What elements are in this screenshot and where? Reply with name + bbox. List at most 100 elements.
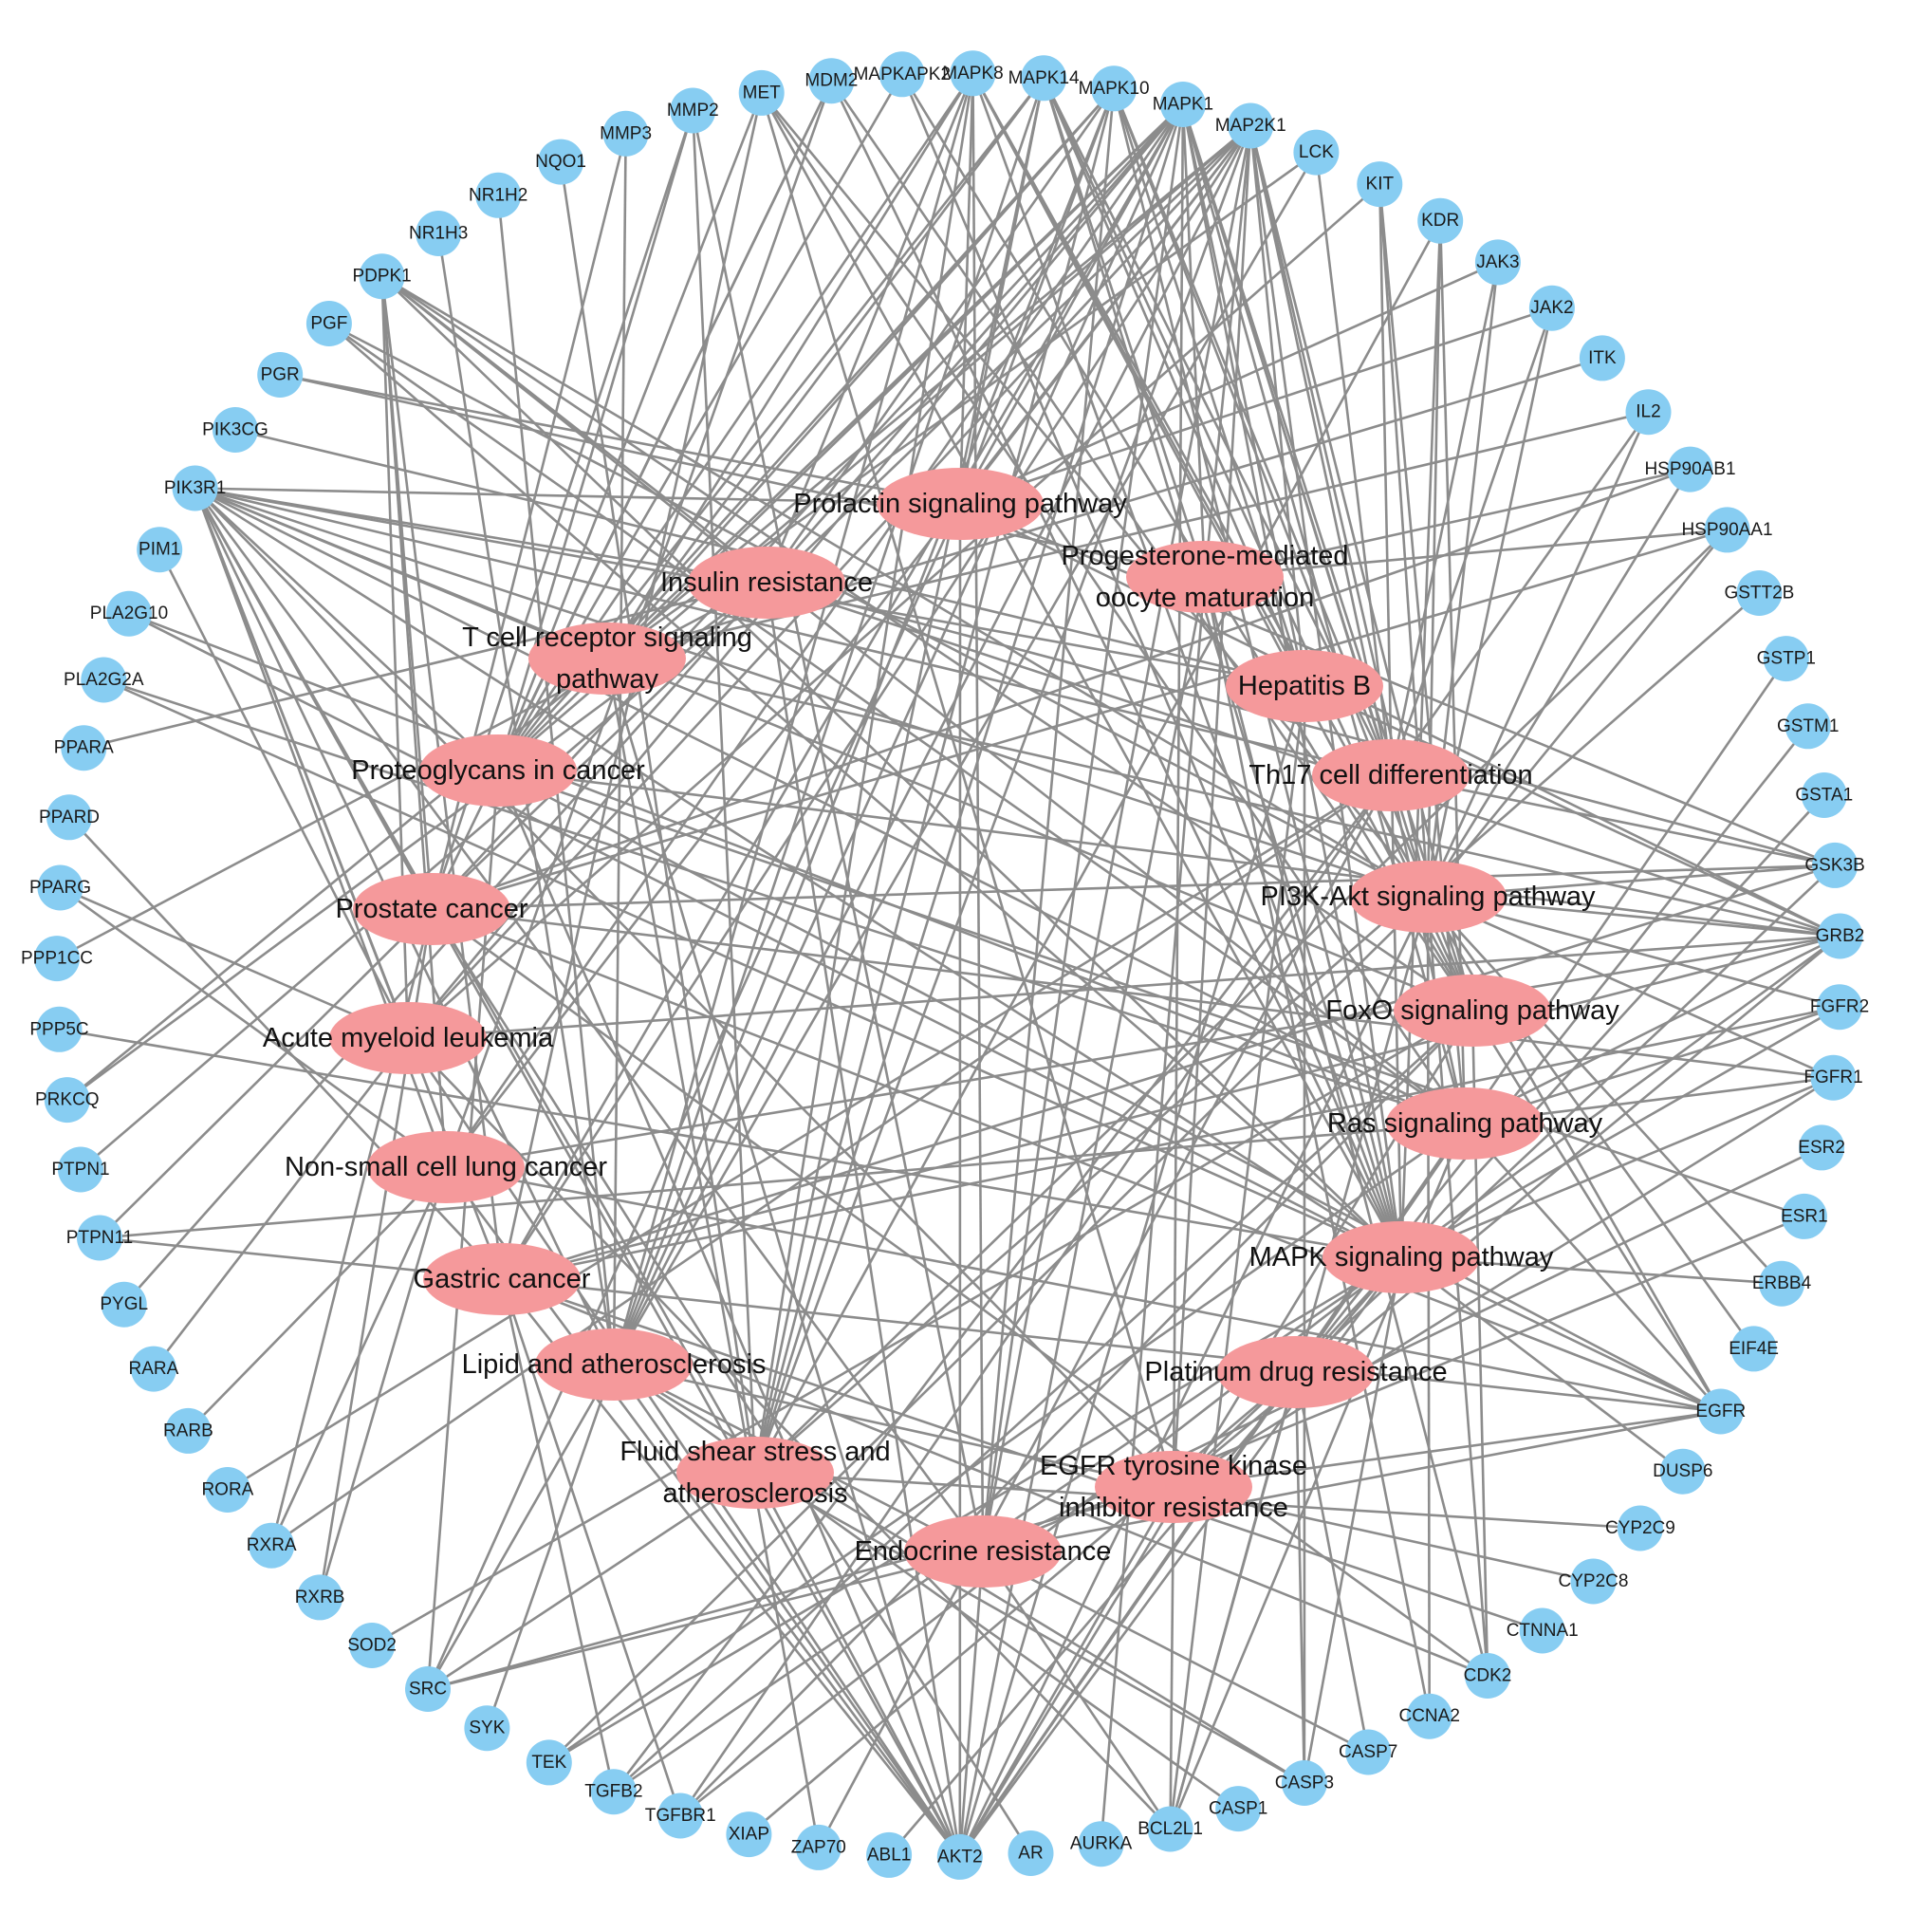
gene-node-nr1h2[interactable]: NR1H2 <box>469 172 527 218</box>
pathway-node-pi3k[interactable]: PI3K-Akt signaling pathway <box>1260 861 1596 933</box>
gene-node-nqo1[interactable]: NQO1 <box>535 139 586 185</box>
pathway-node-prolactin[interactable]: Prolactin signaling pathway <box>793 468 1127 540</box>
gene-node-egfr[interactable]: EGFR <box>1695 1388 1746 1435</box>
gene-node-jak2[interactable]: JAK2 <box>1528 285 1575 331</box>
gene-node-pik3cg[interactable]: PIK3CG <box>202 407 268 453</box>
gene-node-rxrb[interactable]: RXRB <box>295 1574 345 1621</box>
gene-node-mapk10[interactable]: MAPK10 <box>1079 65 1150 112</box>
gene-node-mapkapk2[interactable]: MAPKAPK2 <box>854 51 951 98</box>
gene-node-prkcq[interactable]: PRKCQ <box>35 1077 100 1124</box>
gene-node-lck[interactable]: LCK <box>1293 129 1340 176</box>
gene-label: MDM2 <box>805 71 858 91</box>
gene-node-pla2g10[interactable]: PLA2G10 <box>90 590 168 637</box>
pathway-node-ras[interactable]: Ras signaling pathway <box>1327 1087 1603 1160</box>
gene-node-pik3r1[interactable]: PIK3R1 <box>164 465 226 511</box>
gene-node-rara[interactable]: RARA <box>129 1346 179 1392</box>
gene-node-mmp2[interactable]: MMP2 <box>667 87 719 134</box>
gene-node-gstt2b[interactable]: GSTT2B <box>1724 570 1794 616</box>
gene-node-ppara[interactable]: PPARA <box>54 725 114 771</box>
gene-node-casp3[interactable]: CASP3 <box>1275 1760 1334 1806</box>
gene-node-ppp1cc[interactable]: PPP1CC <box>21 936 93 982</box>
gene-node-gstm1[interactable]: GSTM1 <box>1777 703 1839 750</box>
gene-node-ptpn1[interactable]: PTPN1 <box>51 1146 110 1193</box>
gene-node-ar[interactable]: AR <box>1008 1830 1054 1876</box>
gene-node-ccna2[interactable]: CCNA2 <box>1398 1693 1460 1739</box>
gene-node-gsk3b[interactable]: GSK3B <box>1804 842 1865 888</box>
gene-node-jak3[interactable]: JAK3 <box>1474 239 1521 286</box>
gene-node-gstp1[interactable]: GSTP1 <box>1757 636 1816 682</box>
gene-node-syk[interactable]: SYK <box>464 1705 510 1752</box>
pathway-node-aml[interactable]: Acute myeloid leukemia <box>263 1002 554 1074</box>
gene-node-pygl[interactable]: PYGL <box>100 1281 148 1328</box>
gene-node-esr2[interactable]: ESR2 <box>1798 1124 1845 1171</box>
pathway-node-foxo[interactable]: FoxO signaling pathway <box>1325 975 1619 1047</box>
gene-node-aurka[interactable]: AURKA <box>1070 1821 1133 1867</box>
gene-node-rora[interactable]: RORA <box>201 1467 254 1513</box>
pathway-node-insulin[interactable]: Insulin resistance <box>660 547 873 619</box>
gene-node-kit[interactable]: KIT <box>1357 161 1403 208</box>
gene-node-pdpk1[interactable]: PDPK1 <box>352 253 412 300</box>
gene-node-gsta1[interactable]: GSTA1 <box>1795 772 1853 818</box>
gene-node-eif4e[interactable]: EIF4E <box>1729 1326 1779 1372</box>
pathway-node-hepb[interactable]: Hepatitis B <box>1226 650 1383 722</box>
gene-node-mmp3[interactable]: MMP3 <box>600 110 652 157</box>
pathway-node-prostate[interactable]: Prostate cancer <box>335 873 528 945</box>
gene-node-hsp90ab1[interactable]: HSP90AB1 <box>1644 446 1736 492</box>
gene-node-abl1[interactable]: ABL1 <box>866 1831 913 1878</box>
gene-node-hsp90aa1[interactable]: HSP90AA1 <box>1681 507 1773 553</box>
gene-node-map2k1[interactable]: MAP2K1 <box>1215 102 1286 149</box>
gene-node-fgfr1[interactable]: FGFR1 <box>1803 1054 1863 1101</box>
gene-node-casp7[interactable]: CASP7 <box>1339 1729 1397 1775</box>
pathway-node-platinum[interactable]: Platinum drug resistance <box>1144 1336 1448 1408</box>
gene-node-fgfr2[interactable]: FGFR2 <box>1810 984 1869 1031</box>
gene-node-il2[interactable]: IL2 <box>1625 389 1672 436</box>
gene-node-tgfb2[interactable]: TGFB2 <box>584 1769 643 1815</box>
gene-node-erbb4[interactable]: ERBB4 <box>1752 1260 1812 1307</box>
gene-node-ppard[interactable]: PPARD <box>39 794 100 841</box>
pathway-node-endocrine[interactable]: Endocrine resistance <box>855 1515 1112 1588</box>
pathway-node-nsclc[interactable]: Non-small cell lung cancer <box>285 1131 607 1203</box>
gene-node-met[interactable]: MET <box>738 69 785 116</box>
gene-node-mdm2[interactable]: MDM2 <box>805 58 858 104</box>
gene-node-rxra[interactable]: RXRA <box>247 1522 297 1569</box>
gene-node-itk[interactable]: ITK <box>1579 335 1625 381</box>
gene-node-ctnna1[interactable]: CTNNA1 <box>1507 1607 1579 1654</box>
gene-node-casp1[interactable]: CASP1 <box>1209 1786 1267 1832</box>
gene-node-bcl2l1[interactable]: BCL2L1 <box>1137 1806 1203 1852</box>
pathway-node-proteoglycans[interactable]: Proteoglycans in cancer <box>351 734 645 807</box>
pathway-node-lipid[interactable]: Lipid and atherosclerosis <box>462 1328 767 1401</box>
gene-node-mapk1[interactable]: MAPK1 <box>1153 82 1213 127</box>
pathway-node-gastric[interactable]: Gastric cancer <box>414 1243 591 1315</box>
gene-node-pgr[interactable]: PGR <box>257 352 304 398</box>
gene-node-zap70[interactable]: ZAP70 <box>791 1824 846 1870</box>
gene-node-cyp2c9[interactable]: CYP2C9 <box>1605 1505 1675 1551</box>
gene-node-rarb[interactable]: RARB <box>163 1407 213 1454</box>
gene-node-kdr[interactable]: KDR <box>1417 197 1464 244</box>
gene-node-src[interactable]: SRC <box>405 1666 451 1712</box>
gene-node-ppp5c[interactable]: PPP5C <box>29 1006 89 1052</box>
gene-node-grb2[interactable]: GRB2 <box>1816 913 1865 959</box>
gene-node-cdk2[interactable]: CDK2 <box>1464 1653 1512 1699</box>
gene-node-xiap[interactable]: XIAP <box>726 1811 772 1858</box>
gene-node-akt2[interactable]: AKT2 <box>936 1833 983 1880</box>
gene-node-tgfbr1[interactable]: TGFBR1 <box>645 1793 716 1839</box>
gene-node-mapk14[interactable]: MAPK14 <box>1008 55 1080 102</box>
gene-node-cyp2c8[interactable]: CYP2C8 <box>1559 1558 1629 1605</box>
gene-node-ptpn11[interactable]: PTPN11 <box>66 1215 133 1261</box>
gene-node-sod2[interactable]: SOD2 <box>347 1623 397 1668</box>
gene-node-pparg[interactable]: PPARG <box>29 864 91 911</box>
gene-node-nr1h3[interactable]: NR1H3 <box>409 211 468 256</box>
gene-node-pim1[interactable]: PIM1 <box>137 527 183 573</box>
gene-node-tek[interactable]: TEK <box>526 1739 572 1786</box>
pathway-node-mapk[interactable]: MAPK signaling pathway <box>1249 1221 1554 1293</box>
gene-node-dusp6[interactable]: DUSP6 <box>1653 1448 1712 1495</box>
gene-node-pgf[interactable]: PGF <box>305 301 352 346</box>
gene-node-mapk8[interactable]: MAPK8 <box>942 50 1004 97</box>
gene-node-pla2g2a[interactable]: PLA2G2A <box>64 657 144 703</box>
pathway-node-th17[interactable]: Th17 cell differentiation <box>1248 739 1533 811</box>
gene-node-esr1[interactable]: ESR1 <box>1781 1193 1828 1239</box>
